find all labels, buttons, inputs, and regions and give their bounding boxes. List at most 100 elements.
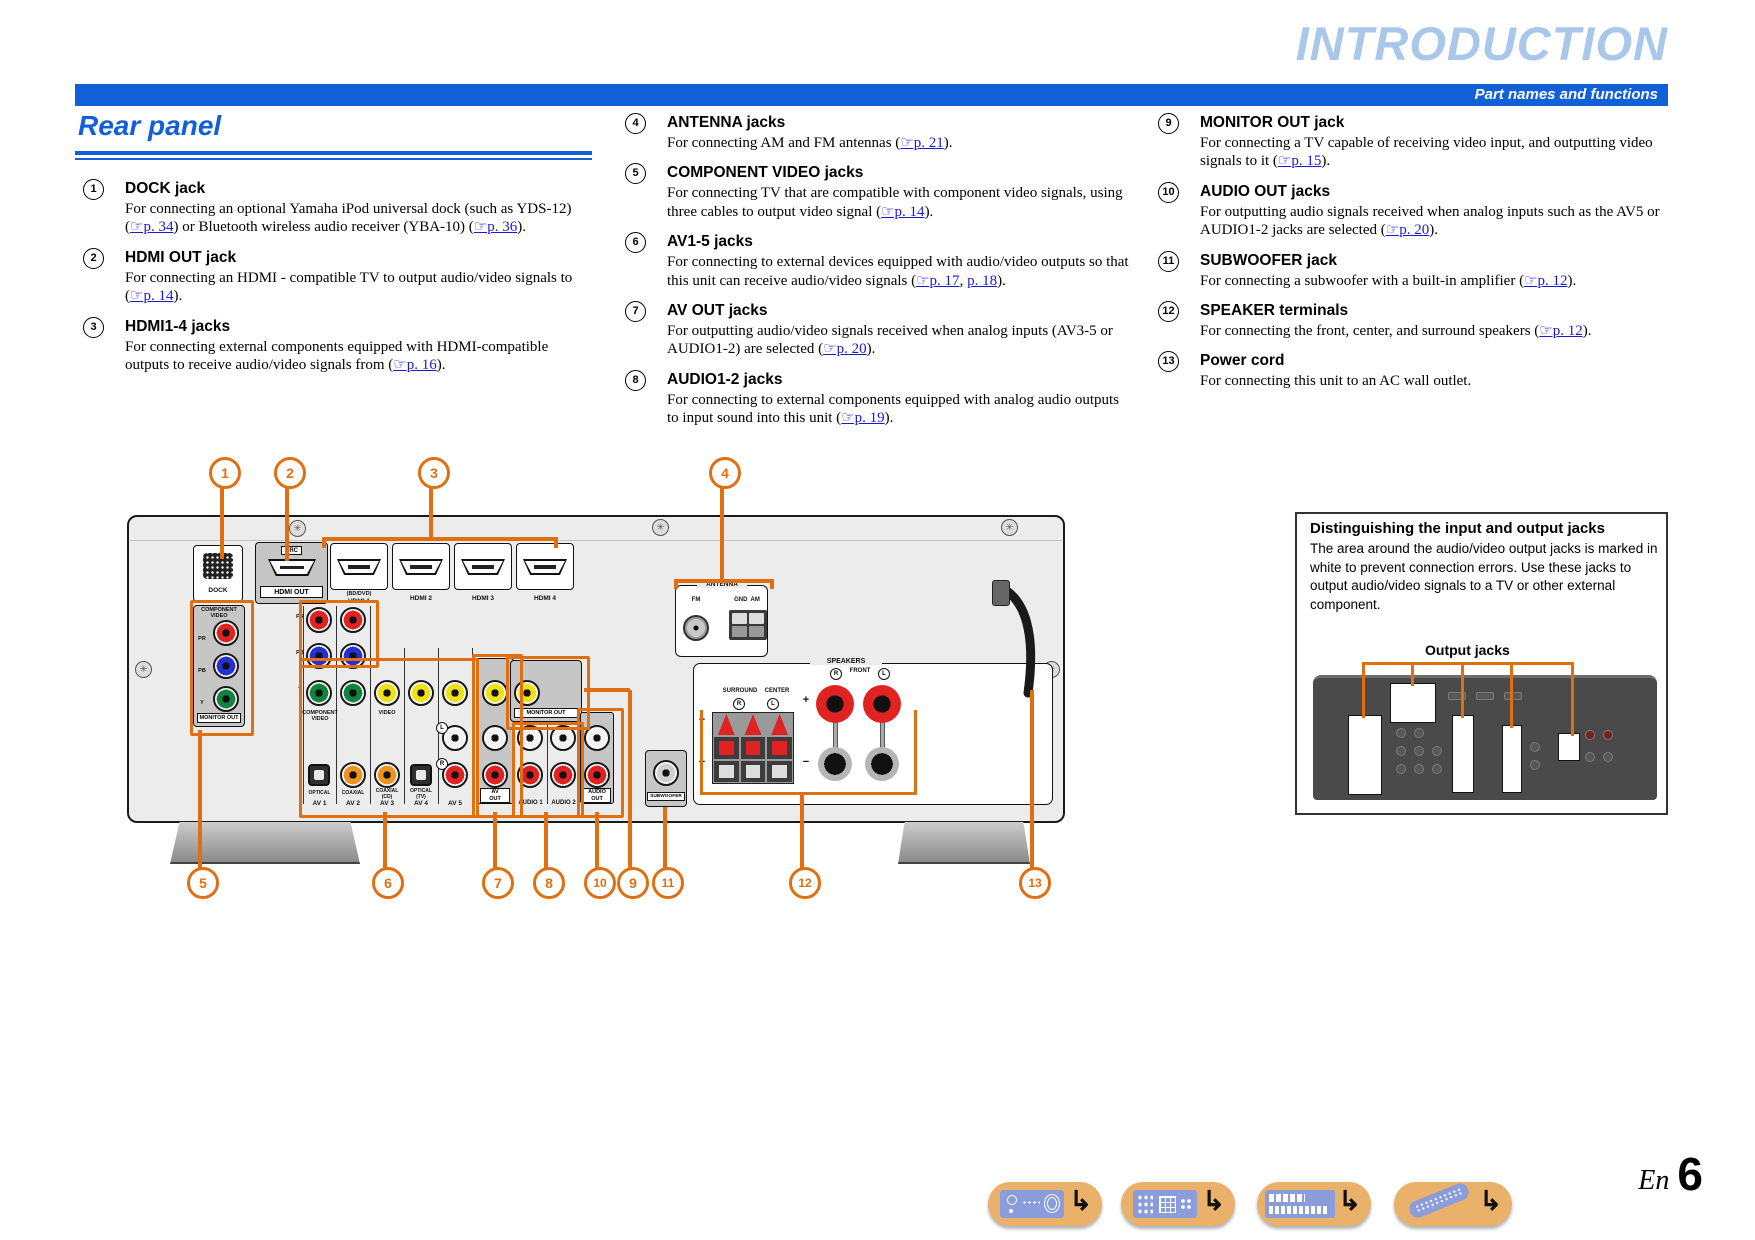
front-r-negative-post xyxy=(818,747,852,781)
item-number: 11 xyxy=(1158,250,1179,272)
mini-jack xyxy=(1585,730,1595,740)
page-reference-link[interactable]: p. 18 xyxy=(967,272,998,289)
optical-label: OPTICAL xyxy=(410,788,432,794)
page-reference-link[interactable]: ☞p. 12 xyxy=(1539,323,1583,340)
center-label: CENTER xyxy=(764,688,790,694)
speakers-label: SPEAKERS xyxy=(810,658,882,665)
component-pb-out-jack xyxy=(213,653,239,679)
mini-jack xyxy=(1432,764,1442,774)
group-9-outline xyxy=(506,656,590,730)
callout-2: 2 xyxy=(274,457,306,489)
page-reference-link[interactable]: ☞p. 17 xyxy=(916,272,960,289)
goto-arrow-icon: ↳ xyxy=(1338,1186,1361,1216)
page-reference-link[interactable]: ☞p. 19 xyxy=(841,410,885,427)
pr-label: PR xyxy=(198,636,206,642)
rear-panel-icon xyxy=(1133,1190,1197,1218)
page-reference-link[interactable]: ☞p. 20 xyxy=(823,341,867,358)
item-number: 4 xyxy=(625,113,646,134)
page-reference-link[interactable]: ☞p. 21 xyxy=(900,135,944,151)
hdmi-connector xyxy=(461,559,505,575)
goto-arrow-icon: ↳ xyxy=(1069,1186,1092,1216)
output-jacks-label: Output jacks xyxy=(1425,642,1510,658)
page-title: Rear panel xyxy=(78,110,222,141)
page-reference-link[interactable]: ☞p. 20 xyxy=(1385,222,1430,239)
mini-subwoofer-out xyxy=(1558,733,1580,761)
mini-jack xyxy=(1432,746,1442,756)
jack-item-title: COMPONENT VIDEO jacks xyxy=(667,164,864,182)
remote-control-icon xyxy=(1407,1181,1471,1220)
page-reference-link[interactable]: ☞p. 12 xyxy=(1524,272,1568,289)
goto-arrow-icon: ↳ xyxy=(1479,1186,1502,1216)
mini-hdmi-out xyxy=(1390,683,1436,723)
l-circle-label: L xyxy=(767,698,779,710)
hdmi4-label: HDMI 4 xyxy=(533,595,557,602)
callout-9: 9 xyxy=(617,867,649,899)
av2-label: AV 2 xyxy=(346,800,360,807)
l-circle-label: L xyxy=(436,722,448,734)
goto-arrow-icon: ↳ xyxy=(1202,1186,1225,1216)
section-title: INTRODUCTION xyxy=(1295,17,1668,70)
r-circle-label: R xyxy=(436,758,448,770)
hdmi-out-label: HDMI OUT xyxy=(260,586,323,598)
page-reference-link[interactable]: ☞p. 16 xyxy=(393,357,437,374)
av3-video-jack xyxy=(374,680,400,706)
av1-optical-jack xyxy=(308,764,330,786)
callout-11: 11 xyxy=(652,867,684,899)
mini-hdmi-slot xyxy=(1504,692,1522,700)
video-label: VIDEO xyxy=(378,710,396,716)
page-reference-link[interactable]: ☞p. 14 xyxy=(881,203,925,220)
jack-item-title: HDMI OUT jack xyxy=(125,248,237,266)
jack-item-description: For connecting to external components eq… xyxy=(667,391,1119,427)
nav-front-display-button[interactable]: ↳ xyxy=(1257,1182,1371,1226)
av5-label: AV 5 xyxy=(448,800,462,807)
nav-front-panel-button[interactable]: ↳ xyxy=(988,1182,1102,1226)
callout-10: 10 xyxy=(584,867,616,899)
dock-label: DOCK xyxy=(208,587,228,594)
jack-item-title: AV1-5 jacks xyxy=(667,233,753,251)
jack-item-description: For connecting the front, center, and su… xyxy=(1200,323,1592,340)
jack-item-title: AUDIO1-2 jacks xyxy=(667,370,783,388)
mini-jack xyxy=(1414,728,1424,738)
audio2-r-jack xyxy=(550,762,576,788)
page-reference-link[interactable]: ☞p. 14 xyxy=(130,288,174,305)
hdmi3-jack xyxy=(454,543,512,590)
group-6-outline-a xyxy=(299,600,379,668)
av2-coaxial-jack xyxy=(340,762,366,788)
jack-item-title: Power cord xyxy=(1200,352,1285,370)
group-10-outline xyxy=(577,708,624,818)
av1-label: AV 1 xyxy=(312,800,327,807)
screw-icon xyxy=(289,520,306,537)
nav-remote-control-button[interactable]: ↳ xyxy=(1394,1181,1512,1226)
av4-video-jack xyxy=(408,680,434,706)
av2-component-pb-jack xyxy=(340,643,366,669)
item-number: 2 xyxy=(83,247,104,269)
y-label: Y xyxy=(200,700,204,706)
mini-jack xyxy=(1396,764,1406,774)
optical-label: OPTICAL xyxy=(308,790,331,796)
page-reference-link[interactable]: ☞p. 34 xyxy=(130,219,174,236)
nav-rear-panel-button[interactable]: ↳ xyxy=(1121,1182,1235,1226)
mini-jack xyxy=(1414,746,1424,756)
front-l-negative-post xyxy=(865,747,899,781)
item-number: 3 xyxy=(83,316,104,338)
group-12-bracket xyxy=(700,710,917,795)
surround-center-spring-terminals xyxy=(712,712,794,784)
item-number: 13 xyxy=(1158,351,1179,373)
group-6-outline-b xyxy=(299,658,479,818)
hdmi2-label: HDMI 2 xyxy=(409,595,433,602)
jack-item-description: For connecting to external devices equip… xyxy=(667,254,1129,289)
coaxial-label: COAXIAL xyxy=(341,790,365,796)
page-reference-link[interactable]: ☞p. 15 xyxy=(1277,153,1322,170)
av1-component-pb-jack xyxy=(306,643,332,669)
item-number: 7 xyxy=(625,301,646,323)
page-reference-link[interactable]: ☞p. 36 xyxy=(473,219,518,236)
